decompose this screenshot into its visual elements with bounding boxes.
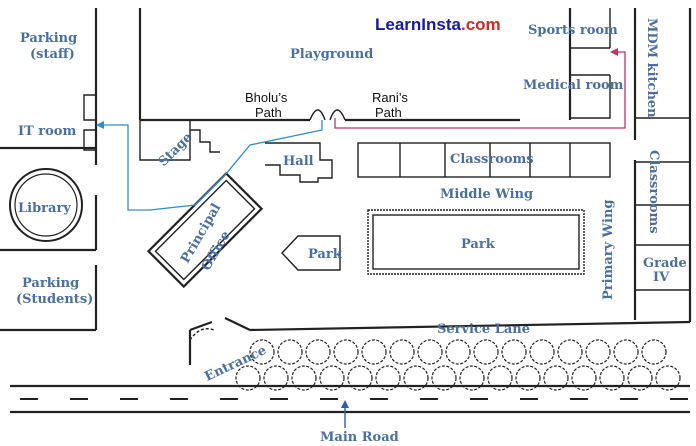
sports-medical-block xyxy=(568,8,611,120)
label-bholu-path-sub: Path xyxy=(255,105,282,120)
label-grade-iv: Grade xyxy=(643,256,687,271)
school-boundary xyxy=(0,8,692,365)
label-middle-wing: Middle Wing xyxy=(440,187,533,202)
label-rani-path-sub: Path xyxy=(375,105,402,120)
it-room xyxy=(83,94,96,151)
tree-icon xyxy=(249,339,275,365)
small-park xyxy=(281,235,341,271)
label-park-small: Park xyxy=(308,247,343,262)
tree-icon xyxy=(235,365,261,391)
main-road-arrow-icon xyxy=(341,400,349,428)
label-classrooms-primary: Classrooms xyxy=(646,150,661,234)
label-parking-staff-sub: (staff) xyxy=(30,47,75,62)
tree-icon xyxy=(403,365,429,391)
label-parking-students-sub: (Students) xyxy=(16,292,93,307)
tree-icon xyxy=(557,339,583,365)
label-service-lane: Service Lane xyxy=(437,322,530,337)
label-bholu-path: Bholu’s xyxy=(245,90,288,105)
label-parking-staff: Parking xyxy=(20,31,77,46)
rani-path-route xyxy=(334,48,626,129)
tree-icon xyxy=(627,365,653,391)
hall-building xyxy=(265,142,333,183)
tree-icon xyxy=(431,365,457,391)
gate-icon xyxy=(309,109,346,121)
tree-icon xyxy=(445,339,471,365)
tree-icon xyxy=(333,339,359,365)
label-hall: Hall xyxy=(283,154,314,169)
principal-office-building xyxy=(146,171,264,289)
main-road xyxy=(10,384,690,414)
tree-icon xyxy=(263,365,289,391)
label-library: Library xyxy=(18,201,71,216)
tree-icon xyxy=(459,365,485,391)
tree-icon xyxy=(417,339,443,365)
label-grade-iv-sub: IV xyxy=(653,270,670,285)
tree-icon xyxy=(515,365,541,391)
tree-icon xyxy=(543,365,569,391)
tree-row xyxy=(235,339,681,391)
brand-logo: LearnInsta.com xyxy=(375,15,501,34)
tree-icon xyxy=(361,339,387,365)
tree-icon xyxy=(501,339,527,365)
label-parking-students: Parking xyxy=(22,276,79,291)
tree-icon xyxy=(655,365,681,391)
tree-icon xyxy=(599,365,625,391)
tree-icon xyxy=(277,339,303,365)
tree-icon xyxy=(305,339,331,365)
primary-wing-block xyxy=(633,8,690,320)
tree-icon xyxy=(613,339,639,365)
label-sports-room: Sports room xyxy=(528,23,618,38)
tree-icon xyxy=(641,339,667,365)
label-classrooms-middle: Classrooms xyxy=(450,152,534,167)
tree-icon xyxy=(529,339,555,365)
tree-icon xyxy=(585,339,611,365)
library-building xyxy=(9,168,83,242)
tree-icon xyxy=(487,365,513,391)
label-mdm-kitchen: MDM kitchen xyxy=(644,18,659,118)
label-medical-room: Medical room xyxy=(523,78,624,93)
label-it-room: IT room xyxy=(18,124,76,139)
label-main-road: Main Road xyxy=(320,430,399,445)
tree-icon xyxy=(347,365,373,391)
label-playground: Playground xyxy=(290,47,373,62)
tree-icon xyxy=(473,339,499,365)
tree-icon xyxy=(375,365,401,391)
label-rani-path: Rani’s xyxy=(372,90,408,105)
entrance-gate-icon xyxy=(189,328,215,341)
middle-wing-classrooms xyxy=(357,142,611,178)
label-primary-wing: Primary Wing xyxy=(601,199,616,300)
tree-icon xyxy=(571,365,597,391)
tree-icon xyxy=(291,365,317,391)
tree-icon xyxy=(389,339,415,365)
label-park-large: Park xyxy=(461,237,496,252)
large-park xyxy=(367,209,585,275)
stage-building xyxy=(139,119,220,161)
tree-icon xyxy=(319,365,345,391)
bholu-path-route xyxy=(96,120,323,211)
